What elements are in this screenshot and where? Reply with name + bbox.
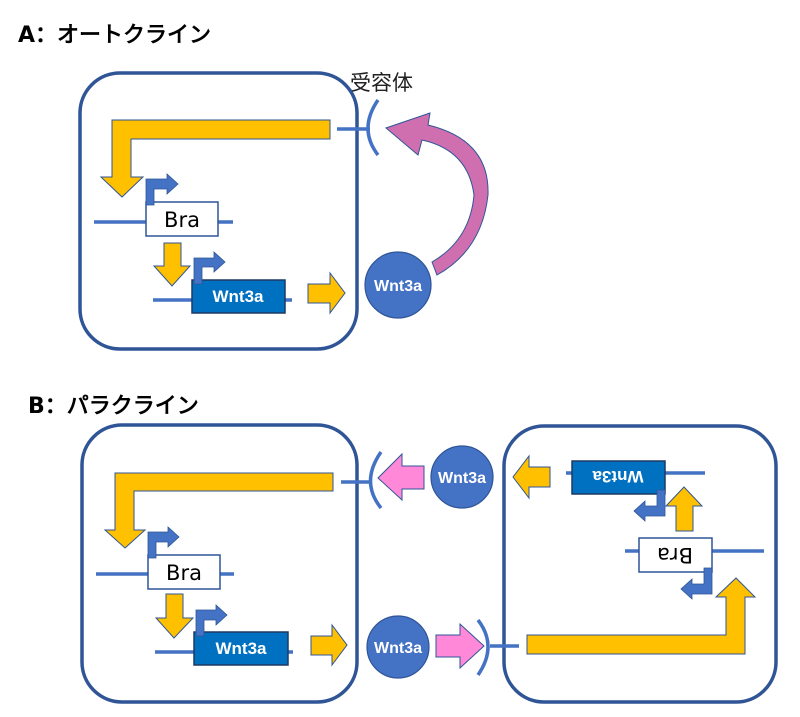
gene-wnt3a-label: Wnt3a: [213, 287, 265, 306]
signal-arrow-bra-to-wnt3a: [152, 242, 192, 287]
secretion-arrow-b-left: [310, 623, 348, 667]
promoter-arrow-bra-b-right: [680, 567, 713, 600]
cell-b-right-membrane: [502, 424, 778, 704]
ligand-wnt3a-b-bottom: [366, 615, 430, 679]
ligand-arrow-to-right-cell: [435, 622, 485, 670]
section-b-title: B：パラクライン: [28, 394, 199, 419]
ligand-wnt3a-b-top: [430, 445, 494, 509]
gene-wnt3a-b: [193, 631, 289, 666]
gene-bra-b-label: Bra: [166, 561, 202, 585]
secretion-arrow-b-right: [512, 454, 551, 500]
receptor-b-right: [476, 618, 490, 676]
signal-arrow-receptor-to-bra-b-right: [526, 577, 757, 655]
promoter-arrow-bra-b: [147, 526, 180, 559]
gene-wnt3a-b-label: Wnt3a: [216, 639, 268, 658]
ligand-wnt3a-b-top-label: Wnt3a: [438, 470, 486, 487]
ligand-wnt3a-b-bottom-label: Wnt3a: [374, 640, 422, 657]
gene-bra-b-right: [638, 537, 713, 573]
gene-wnt3a-b-right: [571, 460, 666, 495]
signal-arrow-bra-to-wnt3a-b: [154, 593, 195, 639]
gene-wnt3a: [191, 279, 286, 314]
gene-wnt3a-b-right-label: Wnt3a: [592, 467, 644, 486]
curved-arrow-ligand-to-receptor: [385, 112, 489, 276]
ligand-wnt3a-a: [364, 251, 432, 319]
cell-b-left: Bra Wnt3a: [80, 423, 383, 704]
signal-arrow-receptor-to-bra: [99, 119, 331, 198]
cell-b-right: Bra Wnt3a: [476, 424, 778, 704]
promoter-arrow-bra: [145, 173, 179, 206]
gene-bra-label: Bra: [164, 208, 200, 232]
cell-a: Bra Wnt3a: [78, 71, 380, 351]
signal-arrow-receptor-to-bra-b: [103, 472, 334, 549]
cell-a-membrane: [78, 71, 359, 351]
signal-arrow-bra-to-wnt3a-b-right: [664, 486, 704, 532]
gene-bra-b-right-label: Bra: [657, 543, 693, 567]
receptor-b-left: [368, 450, 383, 510]
promoter-arrow-wnt3a: [193, 251, 226, 285]
cell-b-left-membrane: [80, 423, 359, 704]
ligand-arrow-to-left-cell: [377, 452, 425, 502]
receptor-a: [366, 99, 380, 157]
promoter-arrow-wnt3a-b-right: [633, 489, 666, 522]
gene-bra-b: [147, 554, 221, 590]
gene-bra: [145, 201, 219, 237]
receptor-label: 受容体: [350, 71, 413, 95]
ligand-wnt3a-a-label: Wnt3a: [374, 278, 422, 295]
promoter-arrow-wnt3a-b: [195, 604, 228, 637]
section-a-title: A：オートクライン: [18, 23, 211, 48]
secretion-arrow-a: [307, 271, 346, 315]
